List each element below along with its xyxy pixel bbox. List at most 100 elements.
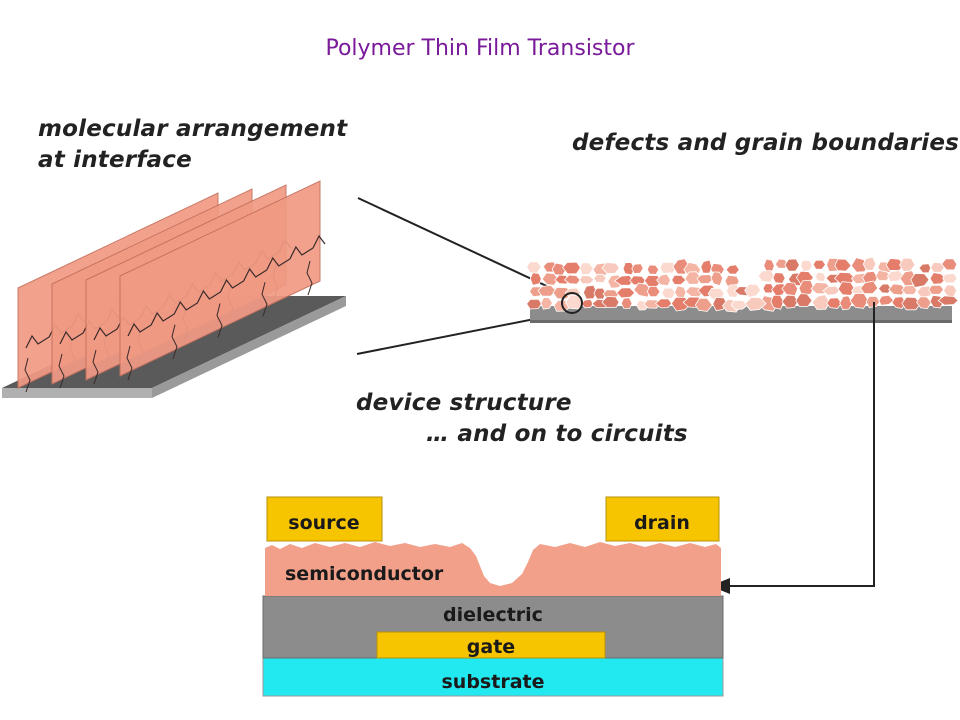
grain <box>529 272 542 286</box>
side-chain <box>216 303 223 338</box>
grain <box>563 274 581 285</box>
grain <box>622 262 636 276</box>
grain <box>620 297 633 309</box>
side-chain <box>126 345 133 381</box>
grain <box>744 296 767 311</box>
device-stack: substrate dielectric gate semiconductor … <box>262 496 724 697</box>
drain-label: drain <box>634 512 690 534</box>
grain <box>877 283 892 294</box>
device-structure-label: device structure … and on to circuits <box>356 388 688 450</box>
device-label-line2: … and on to circuits <box>426 421 688 447</box>
grain <box>795 293 813 307</box>
grain <box>800 259 813 272</box>
grain <box>901 296 922 311</box>
grain <box>537 284 557 297</box>
source-electrode <box>266 496 383 542</box>
side-chain <box>261 282 268 317</box>
grain <box>878 294 895 306</box>
molecular-label-line1: molecular arrangement <box>38 116 348 142</box>
grain <box>616 287 636 299</box>
molecular-sheet <box>119 180 321 377</box>
grain <box>526 298 542 310</box>
molecular-label-line2: at interface <box>38 147 192 173</box>
grain <box>541 272 560 286</box>
side-chain <box>24 357 31 393</box>
grain <box>937 295 959 306</box>
grain <box>696 274 715 284</box>
grain <box>781 282 799 296</box>
grain-film-illustration <box>526 256 959 323</box>
grain <box>774 258 788 269</box>
grain <box>784 258 800 272</box>
grain <box>781 294 799 309</box>
grain <box>730 299 749 311</box>
drain-electrode <box>605 496 720 542</box>
grain <box>770 294 785 310</box>
grain <box>875 269 892 282</box>
grain <box>614 274 635 286</box>
side-chain <box>92 349 99 385</box>
grain <box>744 283 762 298</box>
grain <box>891 296 907 309</box>
polymer-chain <box>127 234 326 337</box>
grain <box>762 283 775 294</box>
grain <box>918 263 932 274</box>
grain <box>643 299 661 309</box>
grain <box>725 264 740 275</box>
grain <box>839 295 853 311</box>
grain <box>850 257 869 273</box>
semiconductor-layer <box>265 542 721 596</box>
device-label-line1: device structure <box>356 390 572 416</box>
substrate-label: substrate <box>442 671 545 693</box>
dielectric-label: dielectric <box>443 604 543 626</box>
molecular-base-front <box>2 388 152 398</box>
grain <box>916 296 932 310</box>
grain <box>654 298 673 309</box>
grain <box>757 270 775 283</box>
grain <box>646 285 661 298</box>
grain <box>661 287 676 299</box>
grain <box>593 287 607 300</box>
grain <box>646 264 660 275</box>
grain <box>943 284 958 298</box>
grain <box>899 257 916 272</box>
molecular-arrangement-label: molecular arrangement at interface <box>38 114 347 176</box>
grain <box>656 273 671 287</box>
molecular-base-side <box>152 296 346 398</box>
grain <box>582 284 598 300</box>
molecular-arrangement-illustration <box>2 180 346 398</box>
grain <box>798 279 815 297</box>
grain <box>562 261 582 275</box>
grain <box>671 274 687 286</box>
grain <box>763 258 775 273</box>
grain <box>942 272 958 284</box>
grain <box>941 258 958 271</box>
grain <box>928 284 945 295</box>
zoom-circle <box>561 292 583 314</box>
molecular-sheets <box>17 180 326 393</box>
grain <box>694 297 713 312</box>
grain <box>834 258 852 272</box>
film-to-device-arrow <box>710 302 875 594</box>
grain <box>593 273 607 284</box>
grain <box>710 271 724 287</box>
grain <box>862 256 877 271</box>
defects-label: defects and grain boundaries <box>572 128 959 159</box>
gate-label: gate <box>467 636 515 658</box>
grain <box>860 280 879 295</box>
source-label: source <box>288 512 359 534</box>
grain <box>929 272 947 285</box>
gate-electrode <box>376 631 606 659</box>
grain <box>725 284 741 298</box>
grain-film <box>526 256 959 313</box>
page-title: Polymer Thin Film Transistor <box>325 36 635 61</box>
side-chain <box>58 353 65 389</box>
grain <box>684 271 703 285</box>
grain <box>631 263 644 275</box>
grain <box>837 281 856 296</box>
grain <box>579 275 595 285</box>
grain-film-substrate <box>530 306 952 322</box>
grain <box>771 283 787 297</box>
grain <box>826 297 842 309</box>
